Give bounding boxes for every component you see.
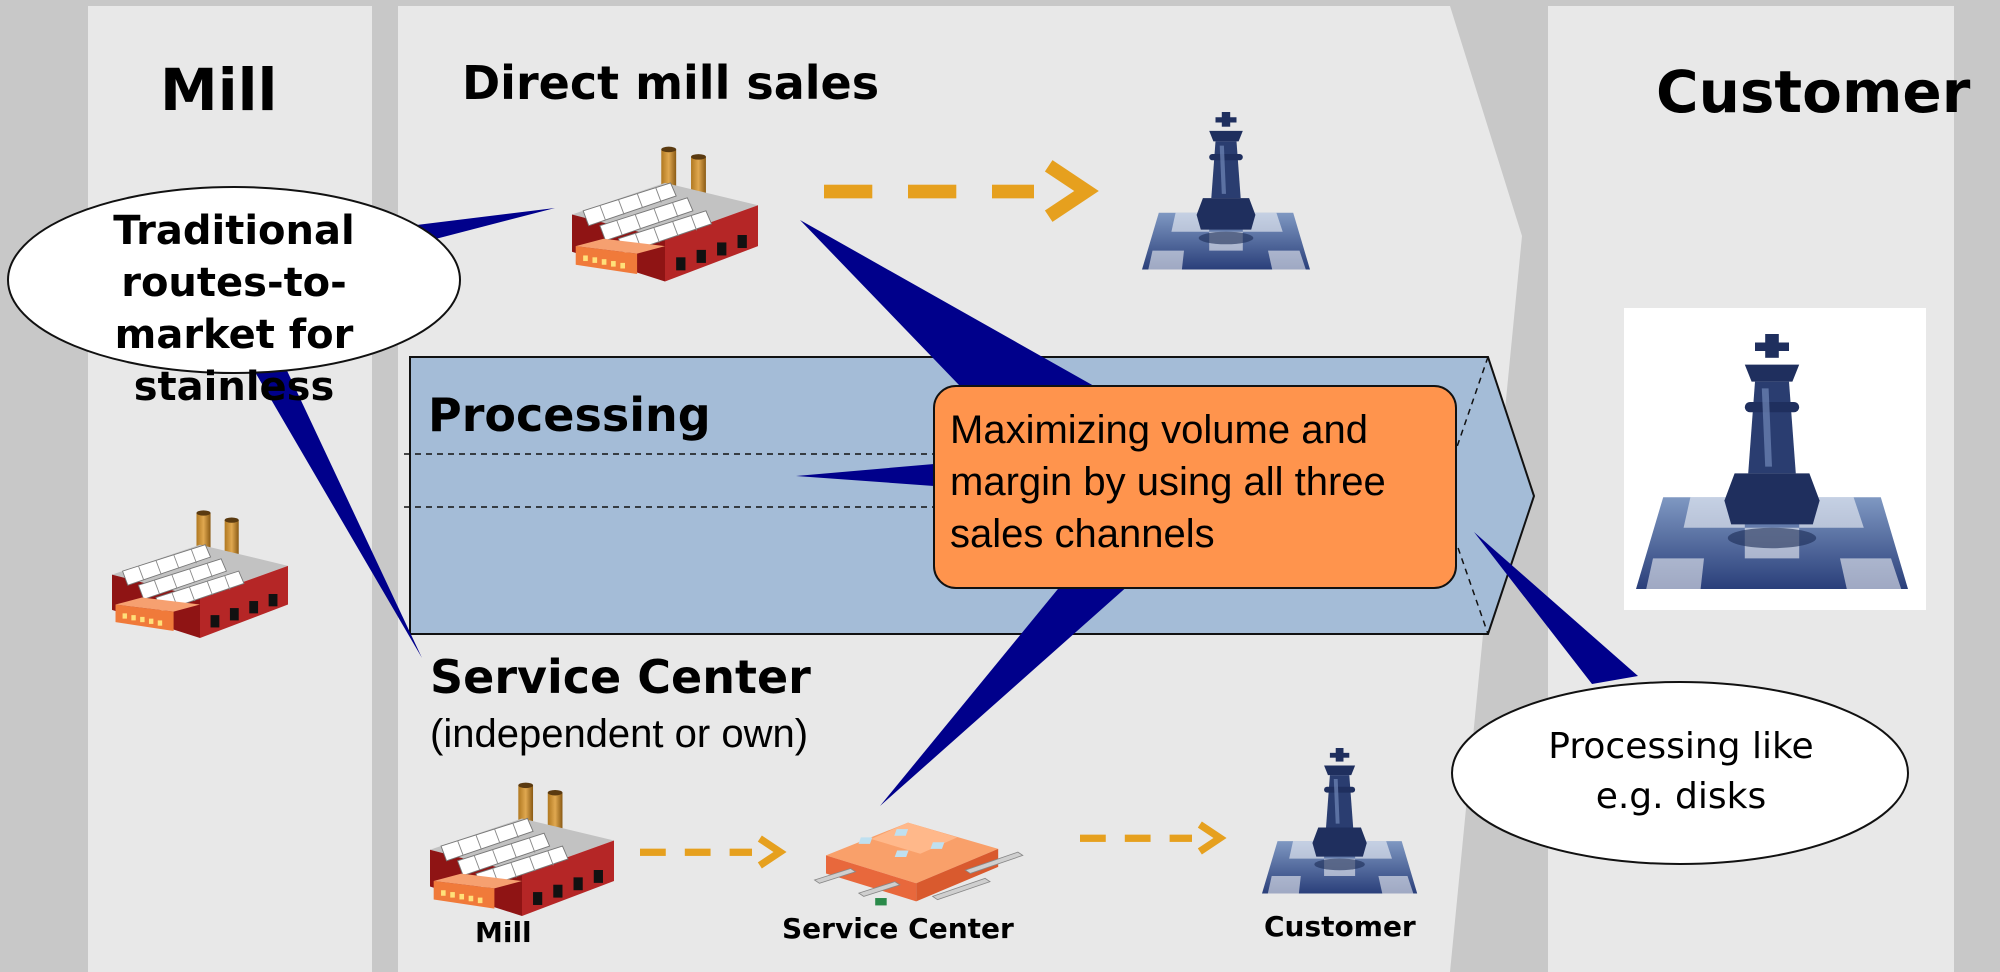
pointer-traditional-service — [248, 360, 422, 658]
pointer-maximizing-processing — [796, 464, 934, 486]
flow-label-mill: Mill — [475, 916, 532, 949]
flow-label-customer: Customer — [1264, 910, 1416, 943]
processing-like-bubble — [1451, 681, 1909, 865]
flow-label-service-center: Service Center — [782, 912, 1014, 945]
service-center-note: (independent or own) — [430, 712, 809, 756]
pointer-processing-like — [1474, 532, 1638, 684]
traditional-text: Traditional routes-to-market for stainle… — [113, 208, 355, 410]
maximizing-text: Maximizing volume and margin by using al… — [950, 408, 1386, 556]
maximizing-callout — [933, 385, 1457, 589]
traditional-bubble — [7, 186, 461, 374]
service-center-title: Service Center — [430, 650, 811, 704]
processing-like-text: Processing like e.g. disks — [1548, 726, 1814, 817]
direct-mill-sales-title: Direct mill sales — [462, 56, 880, 110]
customer-column-title: Customer — [1656, 58, 1971, 126]
pointer-maximizing-service — [880, 584, 1130, 806]
mill-column-title: Mill — [160, 56, 278, 124]
processing-title: Processing — [428, 388, 711, 442]
